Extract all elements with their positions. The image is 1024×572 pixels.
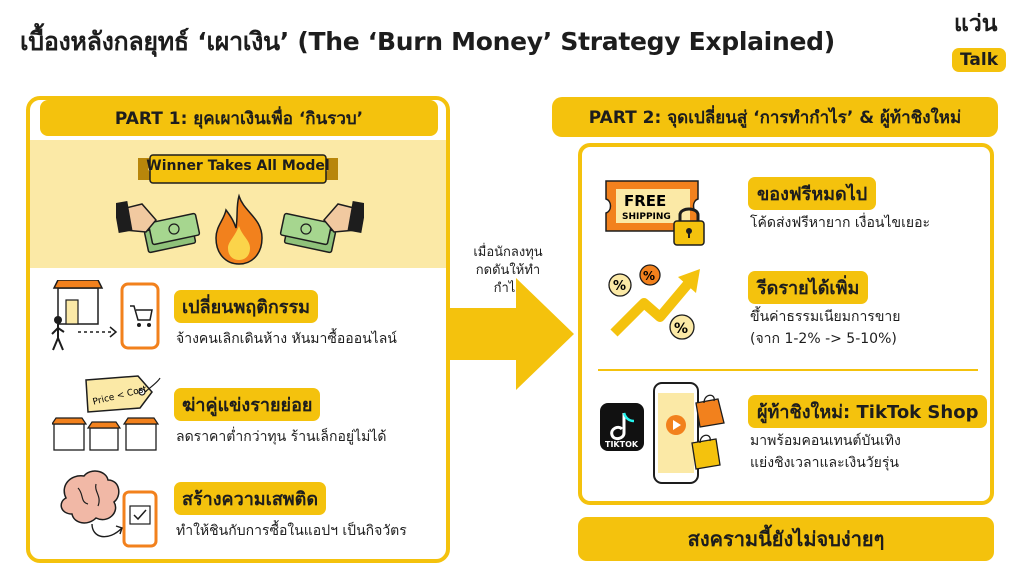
item-title: ของฟรีหมดไป bbox=[748, 177, 877, 210]
item-desc: จ้างคนเลิกเดินห้าง หันมาซื้อออนไลน์ bbox=[176, 331, 397, 347]
price-tag-shops-icon: Price < Cost bbox=[52, 375, 161, 451]
svg-text:%: % bbox=[674, 321, 688, 337]
banner-label: Winner Takes All Model bbox=[146, 158, 330, 174]
item-desc-line-1: ขึ้นค่าธรรมเนียมการขาย bbox=[750, 309, 901, 325]
item-title: ฆ่าคู่แข่งรายย่อย bbox=[174, 388, 321, 421]
ticket-free: FREE bbox=[624, 192, 666, 210]
free-shipping-lock-icon: FREE SHIPPING bbox=[605, 180, 705, 246]
item-desc-line-1: มาพร้อมคอนเทนต์บันเทิง bbox=[750, 433, 901, 449]
tiktok-shop-icon: TIKTOK bbox=[600, 382, 725, 484]
item-desc: ลดราคาต่ำกว่าทุน ร้านเล็กอยู่ไม่ได้ bbox=[176, 429, 387, 445]
svg-text:%: % bbox=[613, 279, 626, 294]
transition-arrow-icon bbox=[446, 278, 574, 390]
item-title: เปลี่ยนพฤติกรรม bbox=[174, 290, 319, 323]
section-divider bbox=[598, 369, 978, 371]
conclusion-banner: สงครามนี้ยังไม่จบง่ายๆ bbox=[578, 517, 994, 561]
item-title: ผู้ท้าชิงใหม่: TikTok Shop bbox=[748, 395, 988, 428]
fire-icon bbox=[215, 193, 263, 265]
ribbon-banner-icon bbox=[138, 154, 338, 184]
item-title: สร้างความเสพติด bbox=[174, 482, 327, 515]
hand-money-right-icon bbox=[279, 201, 364, 254]
logo-badge: Talk bbox=[952, 48, 1007, 72]
part2-panel: FREE SHIPPING ของฟรีหมดไป โค้ดส่งฟรีหายา… bbox=[578, 143, 994, 505]
part2-header: PART 2: จุดเปลี่ยนสู่ ‘การทำกำไร’ & ผู้ท… bbox=[552, 97, 998, 137]
page-title: เบื้องหลังกลยุทธ์ ‘เผาเงิน’ (The ‘Burn M… bbox=[20, 27, 835, 56]
hand-money-left-icon bbox=[116, 201, 201, 254]
ticket-shipping: SHIPPING bbox=[622, 212, 671, 222]
item-desc: ทำให้ชินกับการซื้อในแอปฯ เป็นกิจวัตร bbox=[176, 523, 407, 539]
shopping-behavior-icon bbox=[51, 280, 160, 351]
brand-logo: แว่น Talk bbox=[948, 10, 1012, 76]
item-title: รีดรายได้เพิ่ม bbox=[748, 271, 869, 304]
brain-habit-icon bbox=[60, 470, 158, 548]
logo-text: แว่น bbox=[954, 11, 998, 37]
transition-label: เมื่อนักลงทุน กดดันให้ทำกำไร bbox=[462, 244, 554, 298]
transition-line-2: กดดันให้ทำกำไร bbox=[475, 263, 541, 296]
item-desc: โค้ดส่งฟรีหายาก เงื่อนไขเยอะ bbox=[750, 215, 930, 231]
svg-text:%: % bbox=[643, 269, 655, 283]
part1-panel: Winner Takes All Model bbox=[26, 96, 450, 563]
part1-item-competitors: Price < Cost ฆ่าคู่แข่งรายย่อย ลดราคาต่ำ… bbox=[30, 368, 446, 460]
tiktok-label: TIKTOK bbox=[605, 440, 639, 449]
item-desc-line-2: (จาก 1-2% -> 5-10%) bbox=[750, 331, 897, 347]
winner-takes-all-hero: Winner Takes All Model bbox=[30, 140, 446, 268]
part1-item-behavior: เปลี่ยนพฤติกรรม จ้างคนเลิกเดินห้าง หันมา… bbox=[30, 272, 446, 364]
rising-percent-icon: % % % bbox=[608, 264, 700, 340]
part1-item-addiction: สร้างความเสพติด ทำให้ชินกับการซื้อในแอปฯ… bbox=[30, 464, 446, 559]
item-desc-line-2: แย่งชิงเวลาและเงินวัยรุ่น bbox=[750, 455, 899, 471]
part1-header: PART 1: ยุคเผาเงินเพื่อ ‘กินรวบ’ bbox=[40, 100, 438, 136]
transition-line-1: เมื่อนักลงทุน bbox=[473, 245, 543, 260]
